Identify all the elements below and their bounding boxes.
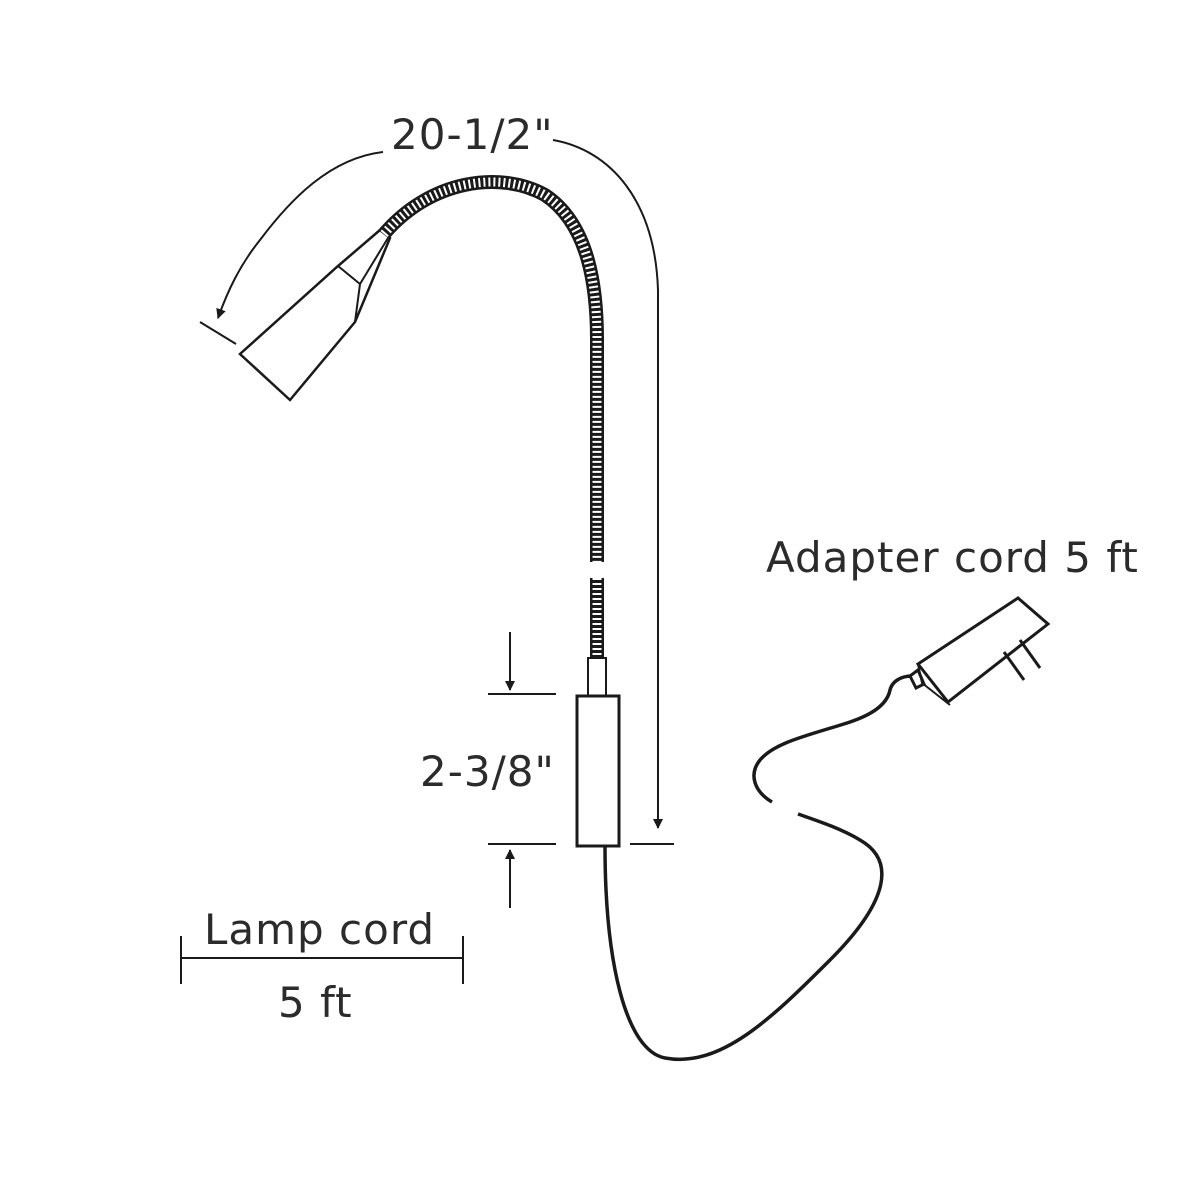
gooseneck-dimension [199,139,674,845]
lamp-cord-line [603,812,884,1061]
gooseneck-length-label: 20-1/2" [391,110,554,159]
lamp-cord-length-label: 5 ft [278,978,353,1027]
power-adapter [908,596,1051,706]
lamp-cord-title-label: Lamp cord [204,905,435,954]
neck-collar [587,657,607,697]
lamp-base [575,694,621,848]
adapter-cord-label: Adapter cord 5 ft [766,533,1139,582]
lamp-head [238,228,392,402]
base-height-label: 2-3/8" [420,747,555,796]
base-height-dimension [488,632,556,908]
lamp-cord-dimension [180,936,464,984]
adapter-cord-line [752,674,913,804]
gooseneck-arm [378,175,604,660]
